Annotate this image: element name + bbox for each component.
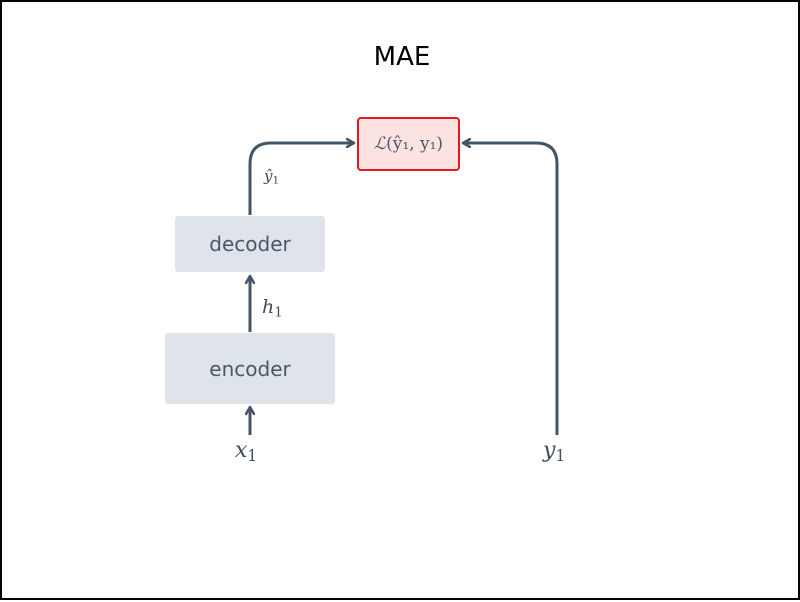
loss-symbol: ℒ <box>373 134 387 154</box>
loss-node: ℒ(ŷ₁, y₁) <box>357 117 460 171</box>
edge-y1-to-loss <box>463 143 559 435</box>
hidden-h1-label: h1 <box>262 296 283 321</box>
decoder-label: decoder <box>209 232 291 256</box>
prediction-yhat1-label: ŷ1 <box>264 167 280 187</box>
diagram-title: MAE <box>373 42 431 72</box>
edge-decoder-to-loss <box>248 143 354 215</box>
target-y1-label: y1 <box>543 438 566 465</box>
input-x1-label: x1 <box>235 438 258 465</box>
encoder-node: encoder <box>165 333 335 404</box>
decoder-node: decoder <box>175 216 325 272</box>
encoder-label: encoder <box>209 356 291 381</box>
loss-args: (ŷ₁, y₁) <box>386 134 444 154</box>
